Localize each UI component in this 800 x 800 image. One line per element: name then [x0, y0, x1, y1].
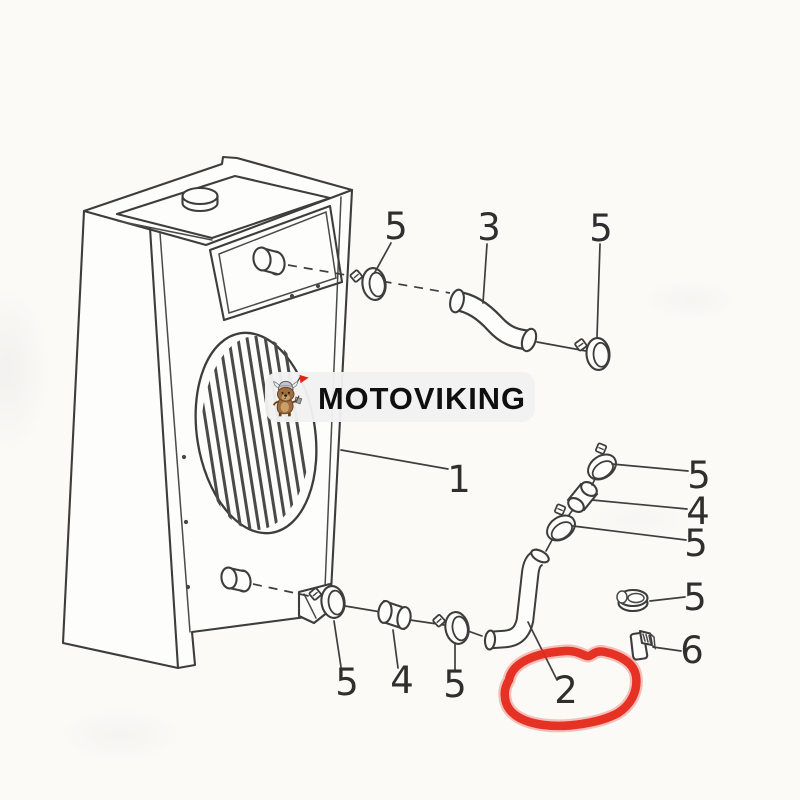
- lower-chain-assembly: [307, 582, 483, 649]
- badge-background: [265, 372, 535, 422]
- hose-clamp-lower-middle: [430, 608, 473, 649]
- callout-hose-upper: 3: [477, 206, 501, 249]
- bolt-hole: [289, 293, 295, 299]
- upper-outlet-stub: [252, 246, 286, 276]
- clamp-top-view: [616, 588, 649, 613]
- lower-hose-end-top: [530, 548, 550, 564]
- callout-clamp-upper-left: 5: [384, 205, 408, 248]
- filler-neck: [181, 186, 219, 213]
- callout-labels: 5 3 5 1 5 4 5 5 6 5 4 5 2: [335, 205, 711, 712]
- bracket-clip: [629, 629, 656, 661]
- callout-radiator-body: 1: [447, 458, 471, 501]
- hose-clamp-upper-right: [573, 335, 612, 373]
- bolt-hole: [183, 519, 189, 525]
- radiator-lid-band: [117, 220, 213, 241]
- right-chain-assembly: [535, 439, 623, 552]
- hose-clamp-right-top: [576, 439, 623, 486]
- callout-clamp-right-top: 5: [687, 454, 711, 497]
- lower-hose-body: [489, 550, 543, 648]
- upper-hose-assembly: [348, 264, 612, 373]
- sleeve-right: [566, 481, 599, 513]
- callout-hose-lower: 2: [554, 669, 578, 712]
- leader-lines: [333, 242, 689, 681]
- callout-clamp-right-bottom: 5: [684, 522, 708, 565]
- callout-clamp-upper-right: 5: [589, 207, 613, 250]
- callout-bracket: 6: [680, 629, 704, 672]
- radiator-left-edge-outer: [148, 226, 180, 670]
- callout-clamp-lower-left: 5: [335, 661, 359, 704]
- upper-hose-end-left: [449, 288, 465, 314]
- highlight-annotation-ellipse: [498, 644, 643, 733]
- viking-dog-logo-icon: [272, 374, 309, 417]
- lower-outlet-stub: [220, 566, 252, 593]
- lower-hose: [483, 548, 550, 651]
- callout-sleeve-right: 4: [686, 490, 710, 533]
- callout-clamp-lower-middle: 5: [443, 663, 467, 706]
- bolt-hole: [181, 454, 187, 460]
- watermark-text: MOTOVIKING: [318, 381, 526, 416]
- radiator-left-edge-inner: [159, 232, 191, 633]
- callout-clamp-single: 5: [683, 576, 707, 619]
- callout-sleeve-lower: 4: [390, 659, 414, 702]
- bolt-hole: [315, 283, 321, 289]
- hose-clamp-upper-left: [348, 264, 389, 305]
- lower-hose-end-left: [483, 629, 497, 651]
- lower-centerline-dashed: [252, 583, 319, 599]
- watermark-badge: MOTOVIKING: [265, 372, 535, 422]
- upper-hose-body: [455, 292, 530, 349]
- bolt-hole: [185, 584, 191, 590]
- upper-recess-panel: [208, 204, 344, 322]
- upper-hose-end-right: [520, 327, 538, 353]
- sleeve-lower: [377, 599, 412, 631]
